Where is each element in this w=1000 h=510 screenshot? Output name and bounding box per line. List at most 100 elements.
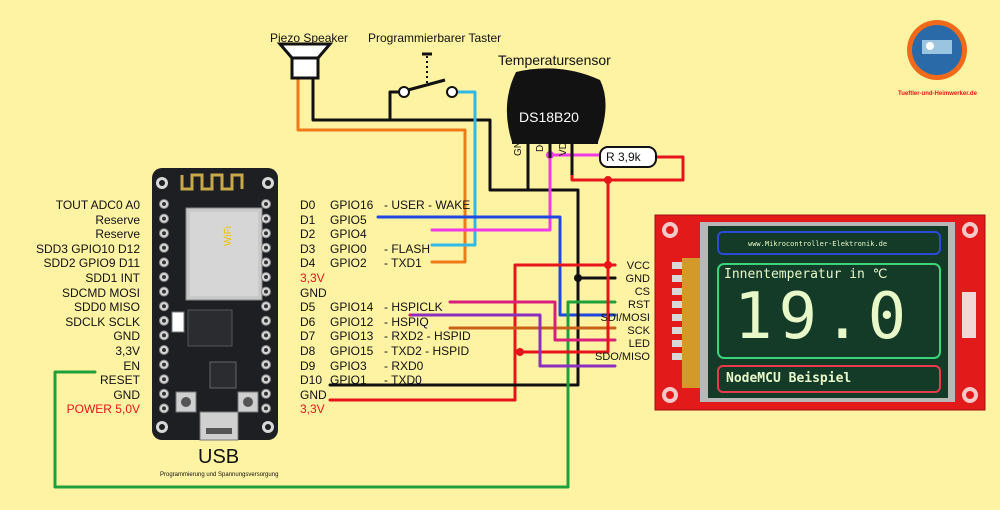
- board-right-pin-label: GND: [300, 387, 327, 402]
- board-right-function-label: - RXD2 - HSPID: [384, 329, 471, 344]
- header-pin-hole: [162, 391, 166, 396]
- header-pin-hole: [162, 406, 166, 411]
- tft-display-board: [654, 214, 986, 411]
- resistor-label: R 3,9k: [606, 150, 641, 164]
- header-pin-hole: [162, 289, 166, 294]
- board-right-gpio-label: GPIO12: [330, 314, 374, 329]
- board-left-pin-label: SDD3 GPIO10 D12: [35, 241, 140, 256]
- board-right-gpio-label: GPIO15: [330, 344, 374, 358]
- board-right-pin-label: D6: [300, 314, 316, 329]
- header-pin-hole: [162, 202, 166, 206]
- board-left-pin-label: Reserve: [95, 212, 140, 227]
- wire-gnd-black: [328, 276, 617, 387]
- header-pin-hole: [264, 391, 268, 396]
- board-left-pin-label: Reserve: [95, 227, 140, 242]
- header-pin-hole: [162, 333, 166, 338]
- header-pin-hole: [162, 377, 166, 382]
- nodemcu-board: [152, 168, 278, 441]
- wire-miso-purple: [408, 313, 617, 368]
- header-pin-hole: [264, 231, 268, 236]
- header-pin-hole: [162, 260, 166, 265]
- tft-pin-label: SCK: [627, 325, 650, 337]
- board-right-pin-label: D5: [300, 300, 316, 315]
- board-left-pin-label: SDD0 MISO: [73, 300, 140, 315]
- button-label: Programmierbarer Taster: [368, 31, 502, 45]
- sensor-pin-vdd: VDD: [558, 134, 569, 156]
- board-right-gpio-label: GPIO5: [330, 212, 367, 227]
- junction-dot: [516, 348, 524, 356]
- junction-dot: [574, 274, 582, 282]
- header-pin-hole: [264, 333, 268, 338]
- board-left-pin-label: GND: [113, 387, 140, 402]
- board-right-pin-label: D3: [300, 241, 316, 256]
- screen-temperature-value: 19.0: [734, 280, 913, 354]
- wire-piezo-orange: [296, 76, 467, 264]
- board-right-function-label: - HSPICLK: [384, 300, 443, 315]
- board-right-gpio-label: GPIO3: [330, 358, 367, 373]
- board-right-gpio-label: GPIO4: [330, 227, 367, 242]
- board-right-pin-label: D10: [300, 373, 323, 388]
- header-pin-hole: [264, 275, 268, 279]
- tft-pin-stub: [672, 275, 682, 282]
- tft-pin-label: LED: [628, 338, 650, 350]
- tft-pin-label: SDI/MOSI: [600, 312, 650, 324]
- screen-url: www.Mikrocontroller-Elektronik.de: [748, 240, 888, 248]
- piezo-label: Piezo Speaker: [270, 31, 349, 45]
- board-right-gpio-label: GPIO0: [330, 241, 367, 256]
- push-button-icon: [398, 52, 458, 98]
- header-pin-hole: [264, 362, 268, 367]
- header-pin-hole: [162, 216, 166, 221]
- board-left-pin-label: POWER 5,0V: [66, 402, 140, 417]
- screen-footer-frame: [717, 365, 941, 393]
- wire-sck-pink: [448, 300, 617, 342]
- board-left-pin-label: TOUT ADC0 A0: [55, 198, 140, 212]
- screen-main-frame: [717, 263, 941, 359]
- board-right-function-label: - TXD1: [384, 256, 422, 271]
- header-pin-hole: [162, 362, 166, 367]
- board-right-function-label: - HSPIQ: [384, 314, 429, 329]
- board-right-pin-label: D9: [300, 358, 316, 373]
- board-right-pin-label: D1: [300, 212, 316, 227]
- wire-sensor-dq-magenta: [430, 153, 552, 232]
- board-left-pin-label: SDD2 GPIO9 D11: [43, 256, 140, 271]
- header-pin-hole: [264, 289, 268, 294]
- screen-heading: Innentemperatur in ℃: [724, 267, 888, 282]
- tft-pin-label: RST: [628, 299, 650, 311]
- board-left-pin-label: 3,3V: [115, 344, 140, 358]
- board-right-pin-label: GND: [300, 285, 327, 300]
- board-right-gpio-label: GPIO2: [330, 256, 367, 271]
- wifi-module-text: WiFi: [223, 226, 234, 246]
- board-right-pin-label: 3,3V: [300, 271, 325, 285]
- screen-footer: NodeMCU Beispiel: [726, 371, 852, 386]
- board-right-function-label: - TXD0: [384, 373, 422, 388]
- ds18b20-sensor: [506, 68, 606, 175]
- tft-pin-stub: [672, 314, 682, 321]
- header-pin-hole: [264, 245, 268, 250]
- board-right-pin-label: D8: [300, 344, 316, 358]
- header-pin-hole: [264, 260, 268, 265]
- board-right-pin-label: 3,3V: [300, 402, 325, 417]
- tft-pin-stub: [672, 301, 682, 308]
- board-right-gpio-label: GPIO14: [330, 300, 374, 315]
- board-right-gpio-label: GPIO16: [330, 198, 374, 212]
- tft-pin-stub: [672, 327, 682, 334]
- board-right-pin-label: D7: [300, 329, 316, 344]
- screen-url-frame: [717, 231, 941, 255]
- piezo-speaker-icon: [276, 42, 334, 80]
- junction-dot: [604, 176, 612, 184]
- board-left-pin-label: SDCMD MOSI: [62, 285, 140, 300]
- tft-pin-stub: [672, 353, 682, 360]
- board-right-function-label: - FLASH: [384, 241, 431, 256]
- usb-label: USB: [198, 446, 240, 468]
- board-left-pin-label: EN: [123, 358, 140, 373]
- board-pins-left: [159, 199, 169, 414]
- wire-button-cyan: [430, 90, 477, 247]
- board-right-gpio-label: GPIO1: [330, 373, 367, 388]
- wire-button-black: [388, 90, 402, 122]
- board-right-pin-label: D0: [300, 198, 316, 212]
- board-left-pin-label: GND: [113, 329, 140, 344]
- header-pin-hole: [162, 304, 166, 309]
- usb-sublabel: Programmierung und Spannungsversorgung: [160, 472, 279, 478]
- tft-pin-label: VCC: [626, 260, 650, 272]
